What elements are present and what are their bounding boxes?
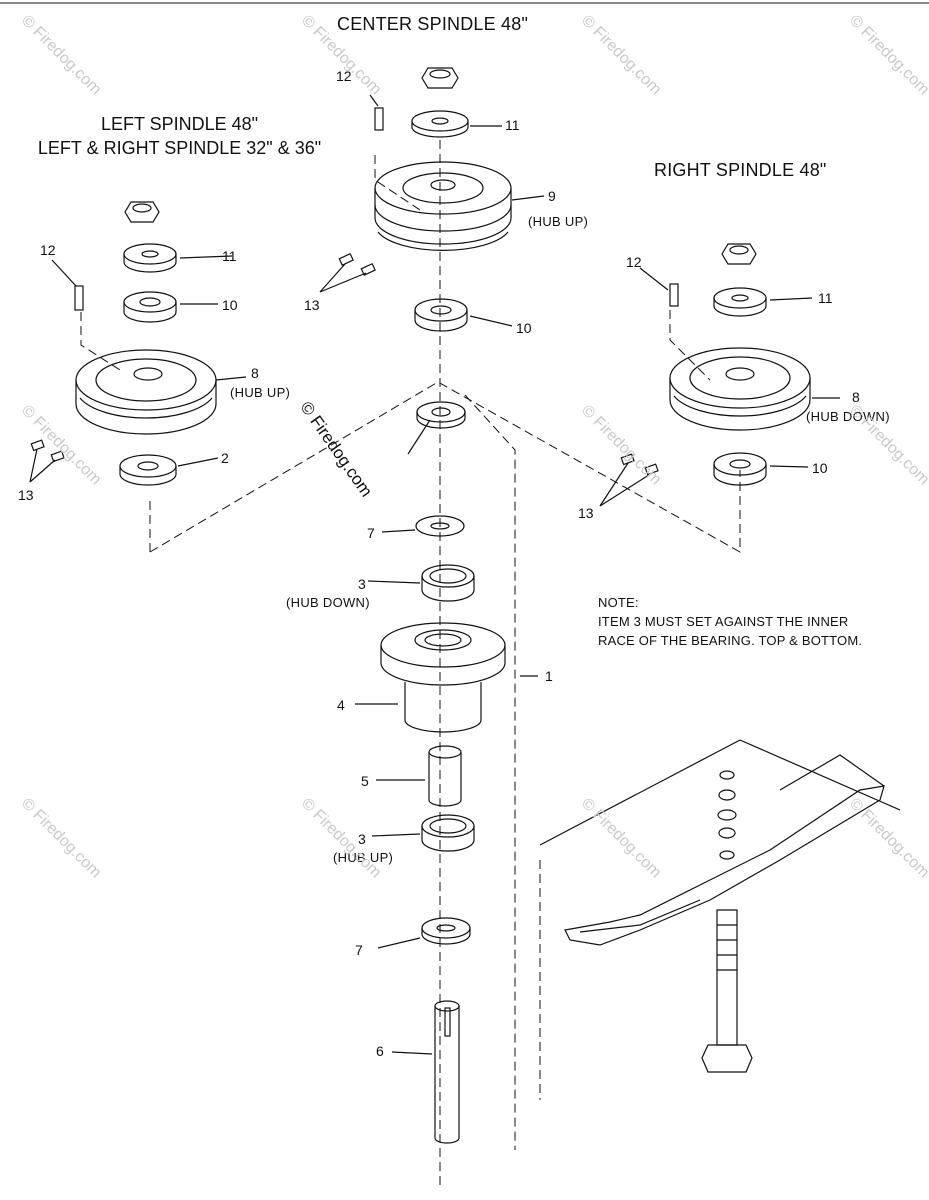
- label-13-left: 13: [18, 487, 34, 503]
- sub-hub-up-3: (HUB UP): [333, 850, 394, 865]
- label-11-center: 11: [505, 117, 520, 133]
- label-12-left: 12: [40, 242, 56, 258]
- label-1: 1: [545, 668, 553, 684]
- label-13-center: 13: [304, 297, 320, 313]
- left-nut: [124, 201, 160, 223]
- label-11-left: 11: [222, 248, 237, 264]
- assembly-note: NOTE: ITEM 3 MUST SET AGAINST THE INNER …: [598, 593, 862, 650]
- title-left-line1: LEFT SPINDLE 48": [100, 114, 259, 134]
- center-nut: [421, 67, 459, 89]
- title-center-spindle: CENTER SPINDLE 48": [337, 14, 529, 34]
- title-left-spindle: LEFT SPINDLE 48" LEFT & RIGHT SPINDLE 32…: [12, 112, 347, 160]
- label-7-upper: 7: [367, 525, 375, 541]
- title-left-line2: LEFT & RIGHT SPINDLE 32" & 36": [37, 138, 322, 158]
- label-13-right: 13: [578, 505, 594, 521]
- sub-hub-up-9: (HUB UP): [528, 214, 589, 229]
- label-9-center: 9: [548, 188, 556, 204]
- label-10-center: 10: [516, 320, 532, 336]
- label-7-lower: 7: [355, 942, 363, 958]
- label-10-right: 10: [812, 460, 828, 476]
- sub-hub-down-3: (HUB DOWN): [286, 595, 370, 610]
- label-5: 5: [361, 773, 369, 789]
- label-2-left: 2: [221, 450, 229, 466]
- sub-hub-up-8: (HUB UP): [230, 385, 291, 400]
- label-10-left: 10: [222, 297, 238, 313]
- sub-hub-down-8: (HUB DOWN): [806, 409, 890, 424]
- label-11-right: 11: [818, 290, 833, 306]
- label-12-center: 12: [336, 68, 352, 84]
- label-8-right: 8: [852, 389, 860, 405]
- note-line2: RACE OF THE BEARING. TOP & BOTTOM.: [598, 633, 863, 648]
- label-6: 6: [376, 1043, 384, 1059]
- label-4: 4: [337, 697, 345, 713]
- label-12-right: 12: [626, 254, 642, 270]
- note-heading: NOTE:: [598, 595, 639, 610]
- title-right-spindle: RIGHT SPINDLE 48": [654, 160, 827, 180]
- right-nut: [721, 243, 757, 265]
- label-3-upper: 3: [358, 576, 366, 592]
- label-3-lower: 3: [358, 831, 366, 847]
- label-8-left: 8: [251, 365, 259, 381]
- note-line1: ITEM 3 MUST SET AGAINST THE INNER: [598, 614, 849, 629]
